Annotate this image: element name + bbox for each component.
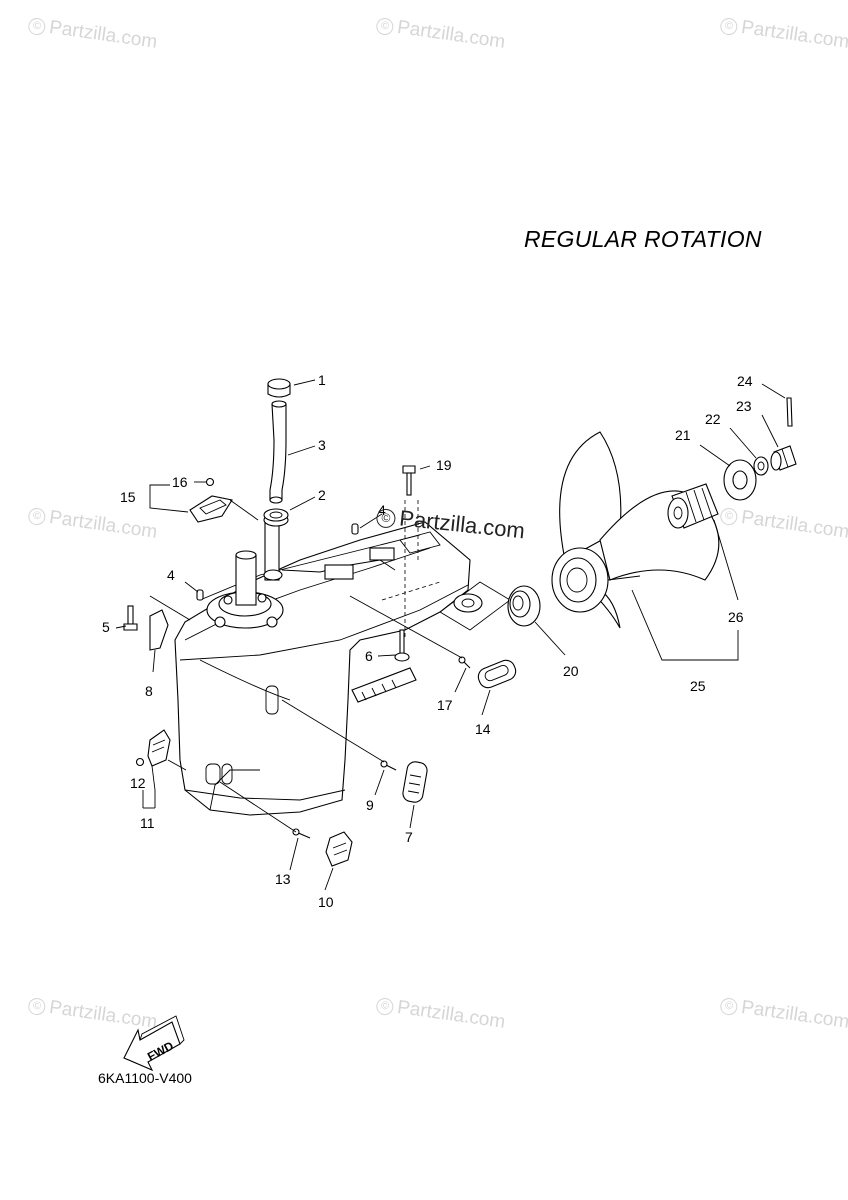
lower-case: [174, 500, 471, 816]
callout-24: 24: [737, 373, 753, 389]
callout-12: 12: [130, 775, 146, 791]
callout-21: 21: [675, 427, 691, 443]
part-6-bolt: [394, 629, 410, 662]
leader-lines: [115, 379, 786, 891]
part-10-anode: [325, 831, 353, 867]
diagram-code: 6KA1100-V400: [98, 1070, 192, 1086]
diagram-title: REGULAR ROTATION: [524, 226, 762, 252]
part-1-grommet: [267, 378, 291, 398]
callout-19: 19: [436, 457, 452, 473]
callout-3: 3: [318, 437, 326, 453]
part-17-screw: [458, 656, 471, 669]
callout-14: 14: [475, 721, 491, 737]
callout-4: 4: [167, 567, 175, 583]
part-26-bushing: [667, 483, 719, 529]
part-11-anode: [147, 729, 171, 767]
part-21-washer: [723, 459, 757, 501]
part-5-bolt: [123, 605, 138, 631]
callout-8: 8: [145, 683, 153, 699]
copyright-icon: ©: [375, 507, 397, 529]
part-20-thrust-bushing: [507, 585, 541, 627]
part-4-dowel-pin: [351, 523, 359, 535]
part-19-bolt: [402, 465, 416, 496]
callout-16: 16: [172, 474, 188, 490]
callout-11: 11: [140, 815, 155, 831]
part-13-screw: [292, 828, 311, 839]
callout-15: 15: [120, 489, 136, 505]
callout-25: 25: [690, 678, 706, 694]
callout-2: 2: [318, 487, 326, 503]
callout-numbers: 1 2 3 4 4 5 6 7 8 9 10 11 12 13 14 15 16…: [102, 372, 753, 910]
callout-20: 20: [563, 663, 579, 679]
part-4-dowel-pin: [196, 589, 204, 601]
callout-5: 5: [102, 619, 110, 635]
part-16-screw: [205, 477, 215, 487]
part-12-bolt: [135, 757, 145, 767]
part-8-anode: [149, 609, 169, 651]
callout-1: 1: [318, 372, 326, 388]
callout-4-b: 4: [378, 502, 386, 518]
part-23-nut: [770, 445, 797, 471]
part-25-propeller: [551, 431, 720, 629]
part-9-screw: [380, 760, 397, 771]
part-2-seal: [263, 508, 289, 527]
callout-6: 6: [365, 648, 373, 664]
part-22-washer: [753, 456, 769, 476]
callout-13: 13: [275, 871, 291, 887]
callout-7: 7: [405, 829, 413, 845]
part-14-anode: [477, 659, 517, 689]
callout-9: 9: [366, 797, 374, 813]
callout-22: 22: [705, 411, 721, 427]
part-3-water-tube: [269, 400, 287, 504]
callout-23: 23: [736, 398, 752, 414]
callout-26: 26: [728, 609, 744, 625]
callout-17: 17: [437, 697, 453, 713]
part-15-cover: [189, 495, 233, 523]
callout-10: 10: [318, 894, 334, 910]
part-7-anode: [402, 761, 428, 803]
fwd-arrow-icon: FWD: [123, 1015, 185, 1072]
part-24-cotter-pin: [786, 397, 793, 427]
